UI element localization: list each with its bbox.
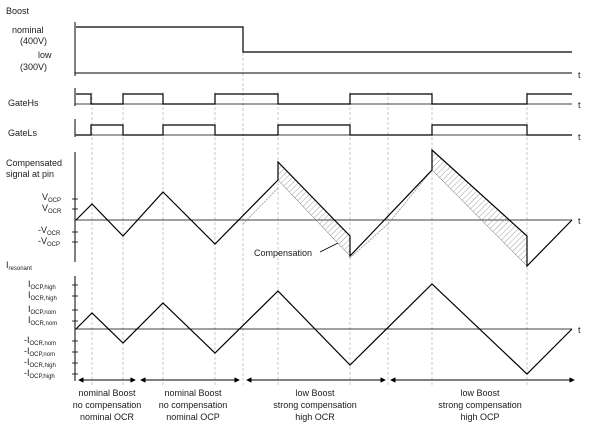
- uncompensated-ramp: [349, 223, 389, 259]
- res-level-neg-iocp-high: -IOCP,high: [24, 368, 55, 380]
- phase-caption-3: high OCR: [295, 412, 335, 422]
- phase-caption-3: low Boost: [295, 388, 335, 398]
- phase-caption-2: nominal OCP: [166, 412, 220, 422]
- gatehs-row: GateHs t: [8, 88, 581, 110]
- res-level-neg-iocr-nom: -IOCR,nom: [24, 335, 56, 347]
- compensation-pointer: [319, 242, 339, 253]
- res-level-neg-iocp-nom: -IOCP,nom: [24, 346, 55, 358]
- phase-caption-1: nominal Boost: [78, 388, 136, 398]
- comp-level-vocr: VOCR: [42, 203, 62, 215]
- gatels-row: GateLs t: [8, 119, 581, 142]
- phase-annotations: nominal Boost no compensation nominal OC…: [73, 377, 575, 422]
- res-level-iocr-nom: IOCR,nom: [28, 315, 57, 327]
- res-t-label: t: [578, 325, 581, 335]
- gatehs-signal: [76, 93, 572, 105]
- compensation-annotation: Compensation: [254, 248, 312, 258]
- phase-caption-2: no compensation: [159, 400, 228, 410]
- phase-caption-3: strong compensation: [273, 400, 357, 410]
- compensated-row: Compensated signal at pin VOCP VOCR -VOC…: [6, 148, 581, 268]
- comp-level-vocp: VOCP: [42, 192, 61, 204]
- boost-low-label-1: low: [38, 50, 52, 60]
- phase-caption-1: no compensation: [73, 400, 142, 410]
- uncompensated-ramp: [387, 169, 433, 225]
- boost-t-label: t: [578, 70, 581, 80]
- phase-caption-4: low Boost: [460, 388, 500, 398]
- gatels-t-label: t: [578, 132, 581, 142]
- res-level-neg-iocr-high: -IOCR,high: [24, 357, 56, 369]
- resonant-current-signal: [75, 283, 573, 375]
- boost-high-label-1: nominal: [12, 25, 44, 35]
- resonant-title: Iresonant: [6, 260, 32, 272]
- phase-caption-4: strong compensation: [438, 400, 522, 410]
- compensation-area: [431, 149, 528, 267]
- phase-caption-1: nominal OCR: [80, 412, 135, 422]
- boost-title: Boost: [6, 6, 30, 16]
- gatels-signal: [76, 124, 572, 136]
- res-level-iocp-nom: IOCP,nom: [28, 304, 56, 316]
- boost-low-label-2: (300V): [20, 62, 47, 72]
- gatels-label: GateLs: [8, 128, 38, 138]
- resonant-row: Iresonant IOCP,high IOCR,high IOCP,nom I…: [6, 260, 581, 381]
- comp-level-neg-vocr: -VOCR: [38, 225, 61, 237]
- compensation-area: [277, 161, 351, 257]
- compensated-title-2: signal at pin: [6, 169, 54, 179]
- compensated-title-1: Compensated: [6, 158, 62, 168]
- phase-caption-2: nominal Boost: [164, 388, 222, 398]
- boost-high-label-2: (400V): [20, 36, 47, 46]
- boost-row: Boost nominal (400V) low (300V) t: [6, 6, 581, 80]
- comp-t-label: t: [578, 216, 581, 226]
- gatehs-label: GateHs: [8, 98, 39, 108]
- boost-signal: [76, 26, 572, 53]
- gatehs-t-label: t: [578, 100, 581, 110]
- compensated-signal: [75, 148, 573, 268]
- phase-caption-4: high OCP: [460, 412, 499, 422]
- uncompensated-ramp: [242, 187, 279, 225]
- comp-level-neg-vocp: -VOCP: [38, 236, 60, 248]
- res-level-iocr-high: IOCR,high: [28, 290, 57, 302]
- res-level-iocp-high: IOCP,high: [28, 279, 56, 291]
